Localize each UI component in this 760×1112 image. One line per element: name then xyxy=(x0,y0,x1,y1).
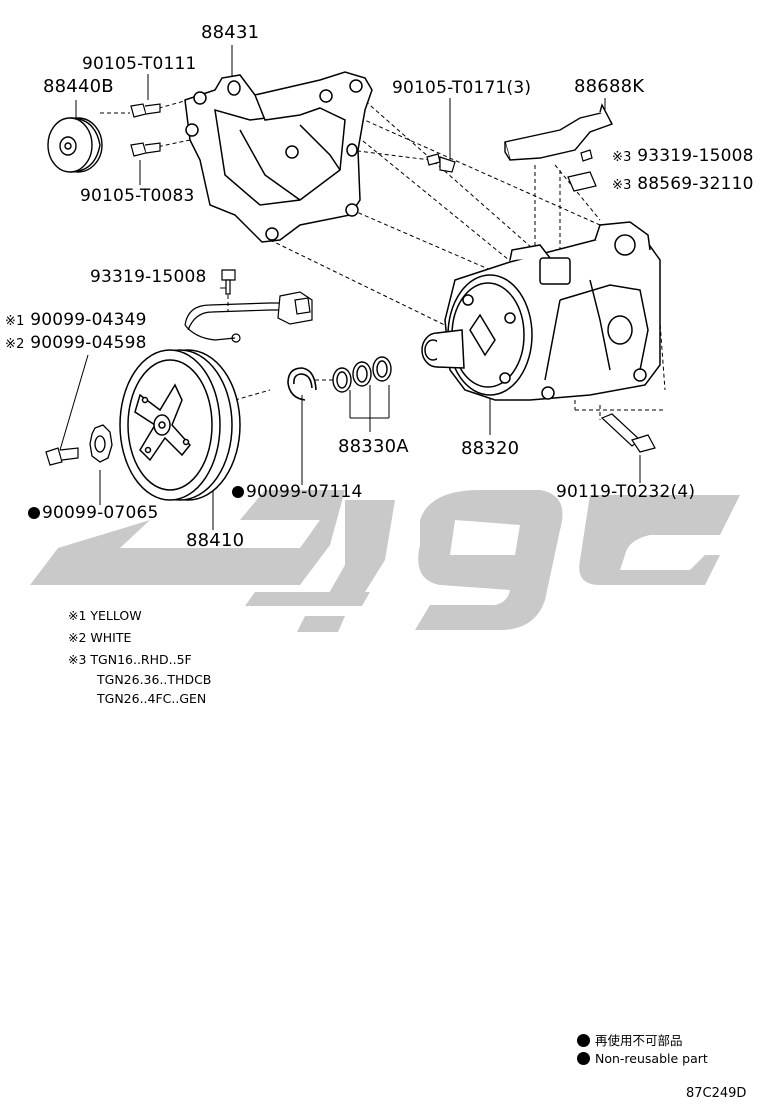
clutch-bolt xyxy=(45,447,79,466)
note-mark-2: ※2 xyxy=(5,337,25,352)
note-mark-1: ※1 xyxy=(5,314,25,329)
note-mark-3: ※3 xyxy=(612,150,632,165)
small-screw-and-clip xyxy=(567,149,597,192)
magnetic-clutch xyxy=(119,349,241,501)
label-90105-T0111[interactable]: 90105-T0111 xyxy=(82,54,197,74)
label-88688K[interactable]: 88688K xyxy=(574,76,645,97)
label-90099-07065[interactable]: 90099-07065 xyxy=(28,503,159,523)
lock-washer xyxy=(89,424,113,463)
non-reusable-dot-icon xyxy=(232,486,244,498)
label-90105-T0083[interactable]: 90105-T0083 xyxy=(80,186,195,206)
watermark-logo xyxy=(30,490,740,632)
diagram-code: 87C249D xyxy=(686,1086,747,1101)
label-88330A[interactable]: 88330A xyxy=(338,436,409,457)
clutch-wire xyxy=(184,302,285,343)
long-bolt xyxy=(600,413,656,453)
upper-bracket-88688K xyxy=(504,103,614,161)
part-number-text: 90099-04349 xyxy=(30,310,147,330)
label-88569-32110[interactable]: ※3 88569-32110 xyxy=(612,174,754,194)
label-93319-15008-right[interactable]: ※3 93319-15008 xyxy=(612,146,754,166)
part-number-text: 90099-07114 xyxy=(246,482,363,502)
legend-jp-text: 再使用不可部品 xyxy=(595,1033,683,1048)
label-88320[interactable]: 88320 xyxy=(461,438,520,459)
label-93319-15008-left[interactable]: 93319-15008 xyxy=(90,267,207,287)
legend-english: Non-reusable part xyxy=(577,1051,708,1066)
label-90119-T0232[interactable]: 90119-T0232(4) xyxy=(556,482,696,502)
non-reusable-dot-icon xyxy=(577,1052,590,1065)
shims xyxy=(332,356,392,393)
label-90105-T0171[interactable]: 90105-T0171(3) xyxy=(392,78,532,98)
idler-pulley xyxy=(47,117,103,173)
clutch-connector xyxy=(221,269,313,325)
legend-en-text: Non-reusable part xyxy=(595,1051,708,1066)
compressor-bracket xyxy=(184,71,373,243)
label-88410[interactable]: 88410 xyxy=(186,530,245,551)
label-88431[interactable]: 88431 xyxy=(201,22,260,43)
note-mark-3: ※3 xyxy=(612,178,632,193)
ac-compressor xyxy=(421,221,661,401)
non-reusable-dot-icon xyxy=(28,507,40,519)
note-3-line-2: TGN26.36..THDCB xyxy=(97,672,212,687)
bolts-left xyxy=(130,103,456,173)
part-number-text: 93319-15008 xyxy=(637,146,754,166)
label-90099-07114[interactable]: 90099-07114 xyxy=(232,482,363,502)
non-reusable-dot-icon xyxy=(577,1034,590,1047)
note-3-line-3: TGN26..4FC..GEN xyxy=(97,691,207,706)
legend-japanese: 再使用不可部品 xyxy=(577,1030,683,1049)
label-90099-04598[interactable]: ※2 90099-04598 xyxy=(5,333,147,353)
part-number-text: 90099-04598 xyxy=(30,333,147,353)
note-3-line-1: ※3 TGN16..RHD..5F xyxy=(68,652,192,667)
label-90099-04349[interactable]: ※1 90099-04349 xyxy=(5,310,147,330)
note-2-white: ※2 WHITE xyxy=(68,630,132,645)
label-88440B[interactable]: 88440B xyxy=(43,76,114,97)
snap-ring xyxy=(287,367,317,401)
note-1-yellow: ※1 YELLOW xyxy=(68,608,142,623)
part-number-text: 90099-07065 xyxy=(42,503,159,523)
part-number-text: 88569-32110 xyxy=(637,174,754,194)
leader-lines xyxy=(59,45,641,530)
